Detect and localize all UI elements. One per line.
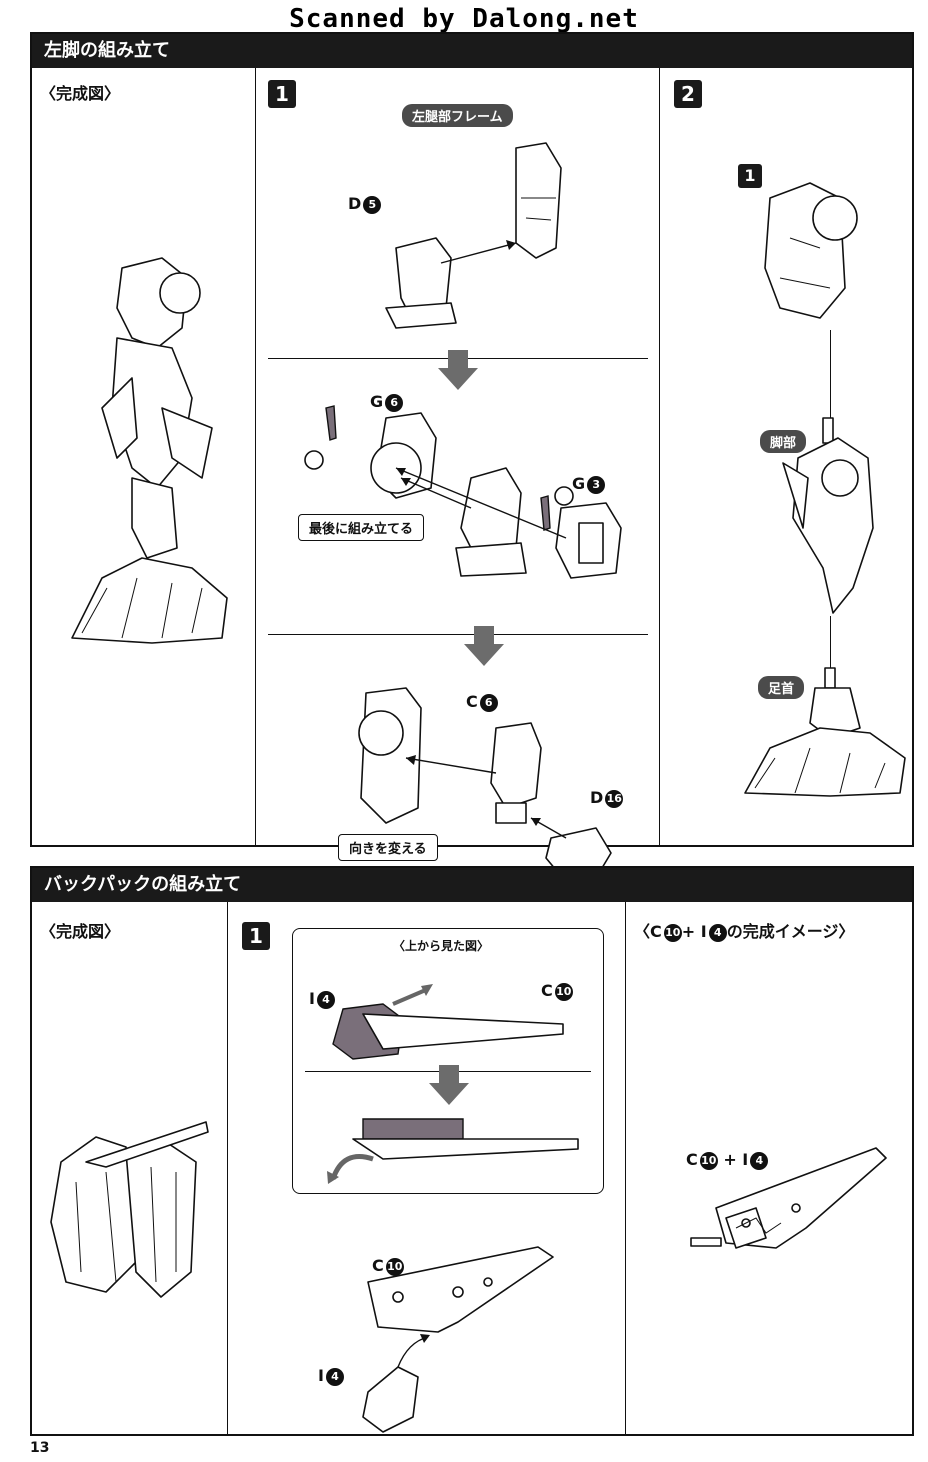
label-ankle: 足首 (758, 676, 805, 699)
step1-assembly-illustration (338, 1242, 558, 1442)
left-leg-step2-panel: 2 1 脚部 足首 (660, 68, 912, 845)
assembly-line-2 (830, 616, 831, 676)
thigh-frame-label: 左腿部フレーム (402, 104, 513, 127)
label-leg-part: 脚部 (760, 430, 807, 453)
complete-label: 〈完成図〉 (40, 84, 121, 103)
down-arrow-2 (464, 626, 504, 666)
step1-stage3-illustration (346, 688, 626, 878)
step-badge-1: 1 (268, 80, 296, 108)
assembly-line-1 (830, 330, 831, 420)
sub-step-badge-1: 1 (738, 164, 762, 188)
step2-lower-leg-illustration (778, 418, 888, 618)
note-assemble-last: 最後に組み立てる (298, 514, 425, 541)
section-title: バックパックの組み立て (32, 868, 912, 902)
step2-foot-illustration (740, 668, 910, 798)
complete-label: 〈完成図〉 (40, 922, 121, 941)
left-leg-complete-illustration (62, 258, 232, 658)
top-view-label: 〈上から見た図〉 (393, 939, 490, 953)
step-divider-2 (268, 634, 648, 635)
step-badge-1: 1 (242, 922, 270, 950)
backpack-complete-panel: 〈完成図〉 (32, 902, 228, 1434)
step-badge-2: 2 (674, 80, 702, 108)
top-view-before-illustration (323, 984, 573, 1069)
watermark: Scanned by Dalong.net (289, 4, 639, 34)
top-view-after-illustration (327, 1109, 583, 1184)
page-number: 13 (30, 1440, 50, 1456)
section-title: 左脚の組み立て (32, 34, 912, 68)
combo-illustration (686, 1138, 886, 1268)
step1-stage2-illustration (296, 398, 636, 578)
down-arrow-3 (429, 1065, 469, 1105)
down-arrow-1 (438, 350, 478, 390)
left-leg-complete-panel: 〈完成図〉 (32, 68, 256, 845)
step2-upper-leg-illustration (760, 178, 870, 338)
note-change-direction: 向きを変える (338, 834, 438, 861)
step1-stage1-illustration (366, 138, 566, 338)
backpack-complete-illustration (46, 1122, 216, 1302)
